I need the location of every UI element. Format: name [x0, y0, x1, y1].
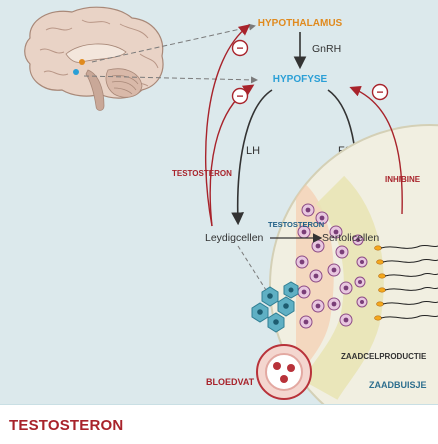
blood-vessel	[257, 345, 311, 399]
minus-sign-hypofyse: −	[233, 89, 248, 104]
bloedvat-label: BLOEDVAT	[206, 377, 255, 387]
sertolicellen-label: Sertolicellen	[322, 232, 379, 244]
footer-title: TESTOSTERON	[9, 417, 123, 434]
minus-sign-hypothalamus: −	[233, 41, 248, 56]
testosteron-inner-label: TESTOSTERON	[268, 220, 324, 229]
lh-label: LH	[246, 145, 260, 157]
footer: TESTOSTERON	[0, 404, 438, 444]
zaadbuisje-label: ZAADBUISJE	[369, 380, 427, 390]
svg-text:−: −	[236, 41, 243, 55]
svg-text:−: −	[376, 85, 383, 99]
testosteron-feedback-label: TESTOSTERON	[172, 169, 232, 178]
gnrh-label: GnRH	[312, 43, 341, 55]
svg-text:−: −	[236, 89, 243, 103]
testosteron-diagram: HYPOTHALAMUS GnRH HYPOFYSE LH FSH	[0, 0, 438, 404]
leydigcellen-label: Leydigcellen	[205, 232, 264, 244]
zaadcelproductie-label: ZAADCELPRODUCTIE	[341, 352, 427, 361]
hypothalamus-label: HYPOTHALAMUS	[258, 18, 343, 29]
hypofyse-marker	[73, 69, 79, 75]
hypofyse-label: HYPOFYSE	[273, 74, 328, 85]
minus-sign-inhibine: −	[373, 85, 388, 100]
inhibine-label: INHIBINE	[385, 175, 421, 184]
hypothalamus-marker	[79, 59, 85, 65]
